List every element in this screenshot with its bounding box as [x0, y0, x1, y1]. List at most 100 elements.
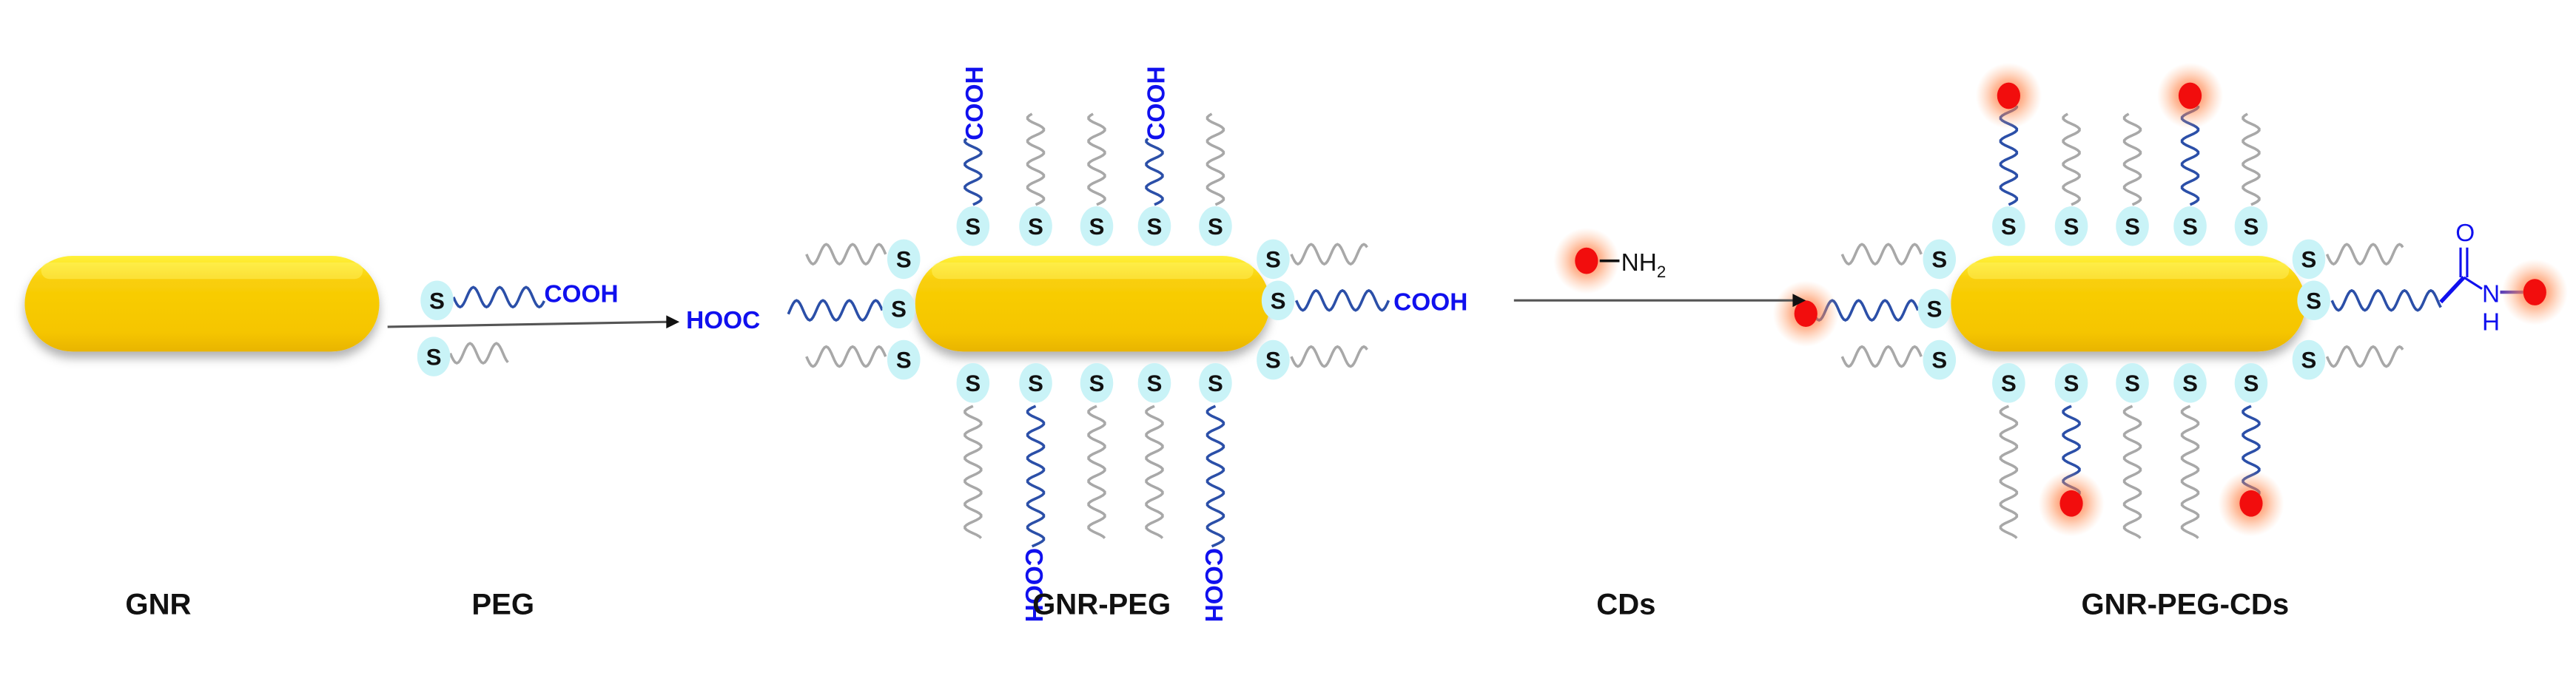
thiol-label: S [2244, 371, 2259, 396]
thiol-label: S [2001, 214, 2017, 240]
thiol-halo [1923, 239, 1957, 280]
amide-oxygen: O [2455, 220, 2475, 247]
thiol-label: S [891, 297, 907, 322]
reaction-arrows [387, 294, 1806, 329]
peg-chain-active [1205, 405, 1225, 548]
thiol-label: S [965, 214, 981, 240]
thiol-label: S [1271, 288, 1286, 314]
thiol-halo [2054, 206, 2088, 246]
arrow-peg-head-icon [666, 315, 680, 329]
amide-hydrogen: H [2482, 308, 2500, 336]
thiol-label: S [2244, 214, 2259, 240]
gnr-peg-cds-rod [1951, 255, 2306, 352]
c-n-bond [2463, 276, 2483, 290]
peg-chain-plain [805, 243, 887, 266]
label-cds: CDs [1596, 587, 1655, 620]
thiol-halo [1080, 363, 1114, 403]
peg-chain-plain [2325, 243, 2404, 266]
carbon-dot [2178, 82, 2202, 109]
thiol-label: S [2125, 371, 2140, 396]
thiol-halo [417, 336, 451, 376]
peg-chain-plain [1840, 345, 1923, 368]
gnr-peg-cooh-bottom-1: COOH [1020, 548, 1047, 622]
label-gnr-peg: GNR-PEG [1032, 587, 1171, 620]
peg-chain-plain [2062, 112, 2081, 206]
thiol-label: S [1147, 214, 1163, 240]
thiol-halo [2234, 206, 2268, 246]
carbon-dot [2523, 279, 2546, 305]
thiol-halo [2173, 363, 2207, 403]
thiol-label: S [1208, 214, 1223, 240]
cds-amine-text: NH2 [1621, 249, 1667, 281]
carbon-dot [1794, 300, 1817, 327]
gnr-peg-cooh-top-1: COOH [961, 66, 989, 140]
peg-chain-plain [1290, 243, 1368, 266]
thiol-halo [420, 280, 454, 321]
thiol-halo [1261, 280, 1295, 321]
peg-chain-active [1145, 138, 1164, 206]
thiol-halo [1080, 206, 1114, 246]
thiol-label: S [1927, 297, 1943, 322]
thiol-label: S [2064, 371, 2079, 396]
thiol-label: S [965, 371, 981, 396]
thiol-halo [2054, 363, 2088, 403]
peg-chain-plain [2242, 112, 2261, 206]
thiol-halo [1257, 239, 1290, 280]
peg-chain-plain [1205, 112, 1225, 206]
thiol-label: S [2301, 348, 2317, 373]
thiol-label: S [1028, 214, 1043, 240]
peg-chain-plain [1840, 243, 1923, 266]
thiol-halo [1019, 363, 1052, 403]
peg-chain-plain [1999, 405, 2019, 539]
thiol-label: S [2064, 214, 2079, 240]
peg-chain-plain [2122, 112, 2142, 206]
peg-chain-plain [1087, 405, 1106, 539]
thiol-halo [956, 363, 990, 403]
gold-nanorods [24, 255, 2306, 352]
gnr-rod [24, 255, 380, 352]
thiol-halo [887, 339, 921, 380]
arrow-peg-line [387, 320, 668, 328]
thiol-label: S [1265, 247, 1281, 273]
peg-chain-plain [1290, 345, 1368, 368]
thiol-halo [887, 239, 921, 280]
thiol-label: S [2306, 288, 2321, 314]
peg-chain-active [1026, 405, 1046, 548]
peg-chain-active [2330, 288, 2442, 312]
thiol-halo [1199, 363, 1232, 403]
thiol-halo [1257, 339, 1290, 380]
amide-nitrogen: N [2482, 280, 2500, 308]
carbon-dot [1575, 247, 1598, 274]
peg-chain-plain [1026, 112, 1046, 206]
peg-chain-plain [2325, 345, 2404, 368]
thiol-halo [1992, 206, 2025, 246]
stage-labels: GNR PEG GNR-PEG CDs GNR-PEG-CDs [125, 587, 2289, 620]
peg-chain-plain [448, 342, 509, 365]
thiol-label: S [426, 344, 442, 370]
carbonyl-double-bond [2459, 247, 2469, 277]
thiol-halo [2292, 339, 2326, 380]
thiol-label: S [1265, 348, 1281, 373]
peg-chain-plain [2122, 405, 2142, 539]
gnr-peg-cooh-bottom-2: COOH [1200, 548, 1227, 622]
gnr-peg-hooc-left: HOOC [686, 307, 760, 334]
gnr-peg-rod-highlight [932, 262, 1254, 280]
carbon-dot [2239, 490, 2263, 517]
thiol-halo [2234, 363, 2268, 403]
gnr-peg-rod [915, 255, 1270, 352]
thiol-label: S [429, 288, 445, 314]
amide-bond [2439, 276, 2466, 304]
carbon-dot [1997, 82, 2020, 109]
carbon-dots [1553, 62, 2568, 537]
peg-chain-plain [1145, 405, 1164, 539]
thiol-halo [2116, 363, 2149, 403]
peg-chain-active [1295, 288, 1390, 312]
label-peg: PEG [471, 587, 534, 620]
thiol-label: S [2001, 371, 2017, 396]
thiol-label: S [2301, 247, 2317, 273]
thiol-halo [1199, 206, 1232, 246]
peg-cooh-text: COOH [544, 280, 618, 308]
thiol-label: S [1147, 371, 1163, 396]
